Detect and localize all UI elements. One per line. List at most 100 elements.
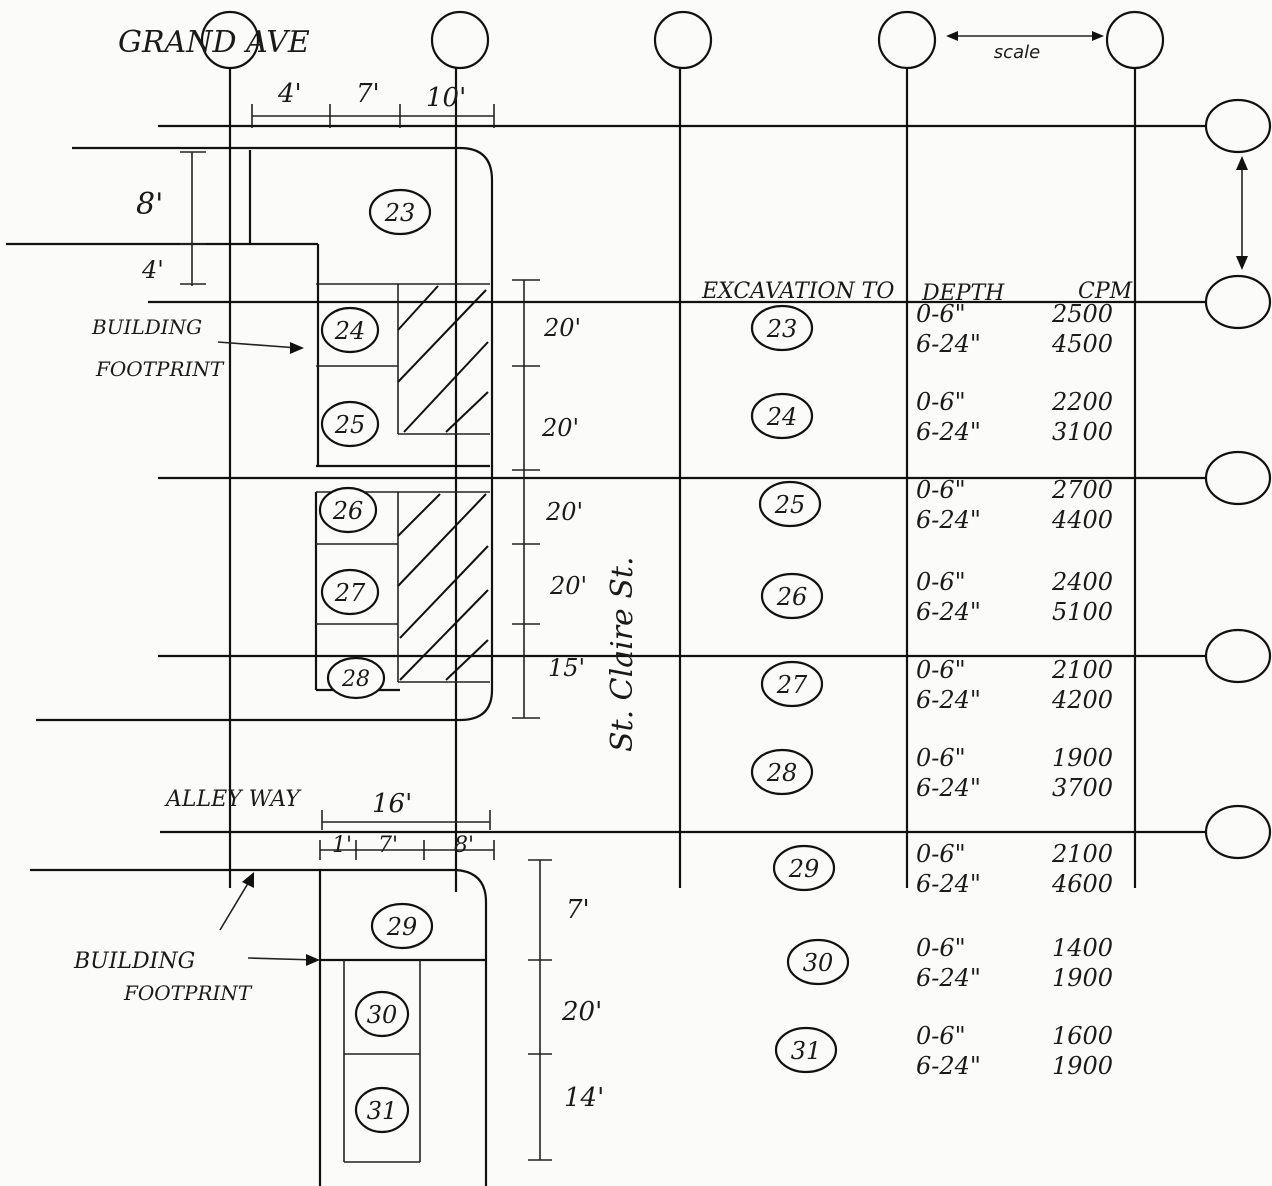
row-id-bubble [758, 480, 822, 528]
dim-10ft: 10' [426, 83, 466, 113]
cpm-cell: 1900 [1052, 1052, 1113, 1080]
cpm-cell: 2200 [1051, 388, 1113, 416]
building-footprint-label-2: BUILDING FOOTPRINT [73, 872, 320, 1005]
bottom-lot-outline [30, 868, 488, 1186]
svg-text:BUILDING: BUILDING [91, 315, 202, 339]
cpm-cell: 2700 [1051, 476, 1113, 504]
cpm-cell: 2400 [1051, 568, 1113, 596]
dim-20ft-c: 20' [545, 498, 583, 526]
row-id: 30 [803, 949, 834, 977]
plan-bubble-26: 26 [332, 497, 364, 525]
plan-bubble-29: 29 [386, 913, 418, 941]
row-id-bubble [760, 572, 824, 620]
plan-bubble-30: 30 [367, 1001, 398, 1029]
street-grand-ave: GRAND AVE [118, 25, 310, 60]
depth-cell: 6-24" [916, 330, 981, 358]
cpm-cell: 4200 [1051, 686, 1113, 714]
cpm-cell: 2100 [1051, 656, 1113, 684]
row-id-bubble [786, 938, 850, 986]
cpm-cell: 5100 [1052, 598, 1113, 626]
depth-cell: 0-6" [916, 934, 966, 962]
dim-20ft-a: 20' [543, 314, 581, 342]
dim-1ft: 1' [332, 833, 352, 858]
row-id-bubble [774, 1026, 838, 1074]
top-lot-outline [6, 146, 494, 722]
row-id: 25 [774, 491, 806, 519]
depth-cell: 6-24" [916, 964, 981, 992]
dim-14ft-vertical: 14' [564, 1083, 604, 1113]
cpm-cell: 4500 [1051, 330, 1113, 358]
depth-cell: 6-24" [916, 418, 981, 446]
dim-7ft: 7' [356, 79, 380, 109]
depth-cell: 0-6" [916, 1022, 966, 1050]
cpm-cell: 4600 [1051, 870, 1113, 898]
dim-16ft: 16' [372, 789, 412, 819]
alley-way-label: ALLEY WAY [164, 787, 302, 812]
depth-cell: 6-24" [916, 598, 981, 626]
building-footprint-label-1: BUILDING FOOTPRINT [91, 315, 304, 381]
row-id-bubble [750, 392, 814, 440]
dim-4ft: 4' [277, 79, 302, 109]
depth-cell: 6-24" [916, 774, 981, 802]
svg-text:BUILDING: BUILDING [73, 949, 195, 974]
dim-20ft-vertical: 20' [561, 997, 602, 1027]
table-headers: EXCAVATION TO DEPTH CPM [701, 279, 1133, 306]
dim-8ft: 8' [136, 187, 163, 222]
cpm-cell: 2100 [1051, 840, 1113, 868]
cpm-cell: 2500 [1051, 300, 1113, 328]
dim-8ft-bottom: 8' [454, 833, 474, 858]
dim-15ft: 15' [548, 654, 585, 682]
row-id-bubble [760, 660, 824, 708]
depth-cell: 6-24" [916, 506, 981, 534]
street-st-claire: St. Claire St. [605, 557, 640, 752]
cpm-cell: 1900 [1052, 964, 1113, 992]
dim-4ft-vertical: 4' [141, 256, 164, 284]
plan-bubble-28: 28 [341, 667, 370, 692]
svg-text:FOOTPRINT: FOOTPRINT [123, 981, 253, 1005]
cpm-cell: 1900 [1052, 744, 1113, 772]
depth-cell: 0-6" [916, 300, 966, 328]
dim-7ft-vertical: 7' [566, 895, 590, 925]
bottom-dimensions: 16' 1' 7' 8' 7' 20' 14' [319, 789, 604, 1161]
depth-cell: 0-6" [916, 388, 966, 416]
scale-indicator: scale [946, 31, 1248, 270]
dim-20ft-d: 20' [549, 572, 587, 600]
row-id: 23 [766, 315, 798, 343]
cpm-cell: 3100 [1052, 418, 1113, 446]
row-id-bubble [750, 304, 814, 352]
plan-bubble-31: 31 [367, 1097, 398, 1125]
row-id: 26 [776, 583, 808, 611]
dim-20ft-b: 20' [541, 414, 579, 442]
header-excavation: EXCAVATION TO [701, 279, 894, 304]
depth-cell: 0-6" [916, 656, 966, 684]
row-id: 29 [788, 855, 820, 883]
row-id: 28 [766, 759, 798, 787]
row-id: 24 [766, 403, 798, 431]
top-dimensions: 4' 7' 10' 8' 4' 20' 20' 20' 20' 15' [136, 79, 587, 719]
header-depth: DEPTH [921, 281, 1005, 306]
plan-bubble-25: 25 [334, 411, 366, 439]
depth-cell: 0-6" [916, 476, 966, 504]
row-id: 27 [776, 671, 808, 699]
depth-cell: 0-6" [916, 840, 966, 868]
row-id-bubble [772, 844, 836, 892]
grid-bubbles [200, 10, 1272, 860]
plan-bubble-27: 27 [334, 579, 366, 607]
row-id: 31 [791, 1037, 822, 1065]
row-id-bubble [750, 748, 814, 796]
depth-cell: 6-24" [916, 686, 981, 714]
dim-7ft-bottom: 7' [378, 833, 398, 858]
table-rows: 230-6"6-24"25004500240-6"6-24"2200310025… [750, 300, 1113, 1080]
scale-label: scale [994, 42, 1040, 63]
depth-cell: 6-24" [916, 1052, 981, 1080]
cpm-cell: 1600 [1052, 1022, 1113, 1050]
